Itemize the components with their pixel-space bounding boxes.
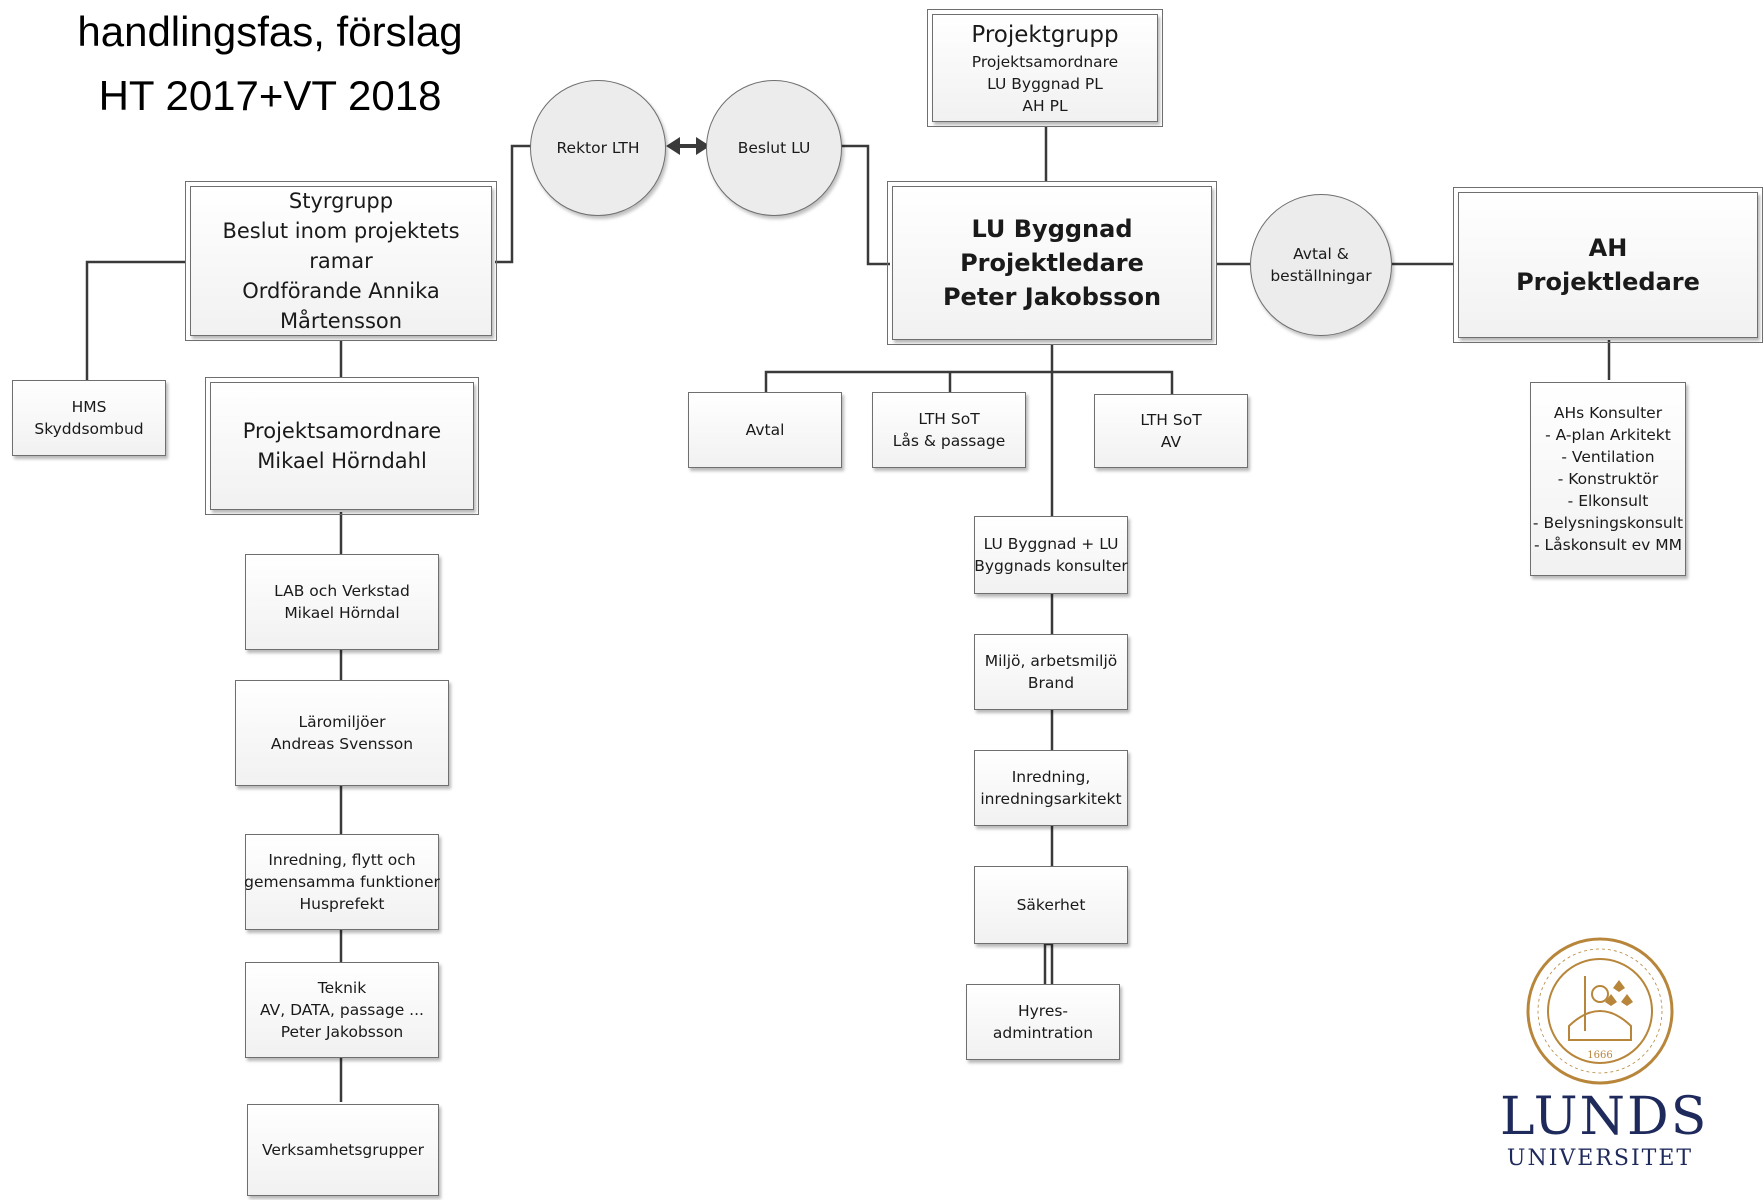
university-seal-icon: 1666 xyxy=(1526,937,1674,1085)
logo-sub: UNIVERSITET xyxy=(1506,1146,1694,1171)
avtal-circle-line-2: beställningar xyxy=(1270,267,1372,285)
rektor-lth-circle: Rektor LTH xyxy=(530,80,666,216)
lunds-universitet-logo: 1666 LUNDS UNIVERSITET xyxy=(1500,936,1709,1176)
laro-line-2: Andreas Svensson xyxy=(270,735,414,753)
ahs-konsulter-box: AHs Konsulter - A-plan Arkitekt - Ventil… xyxy=(1530,382,1686,576)
projektsamordnare-box: Projektsamordnare Mikael Hörndahl xyxy=(205,377,479,515)
hms-line-2: Skyddsombud xyxy=(34,420,144,438)
ah-pl-line-2: Projektledare xyxy=(1516,268,1700,296)
lab-line-2: Mikael Hörndal xyxy=(284,604,400,622)
projektgrupp-line-3: AH PL xyxy=(1022,97,1068,115)
inredningsarkitekt-box: Inredning, inredningsarkitekt xyxy=(974,750,1128,826)
rektor-label: Rektor LTH xyxy=(556,139,640,157)
seal-year: 1666 xyxy=(1587,1050,1612,1061)
ah-projektledare-box: AH Projektledare xyxy=(1453,187,1763,343)
av-line-1: LTH SoT xyxy=(1140,411,1202,429)
double-arrow-icon xyxy=(666,137,710,155)
connector-lu-row xyxy=(764,370,1174,394)
hms-box: HMS Skyddsombud xyxy=(12,380,166,456)
ahk-line-2: - A-plan Arkitekt xyxy=(1545,426,1671,444)
ahk-line-6: - Belysningskonsult xyxy=(1532,514,1684,532)
lu-pl-line-1: LU Byggnad xyxy=(971,215,1133,243)
projektgrupp-line-1: Projektsamordnare xyxy=(971,53,1119,71)
lab-line-1: LAB och Verkstad xyxy=(274,582,410,600)
verksamhetsgrupper-box: Verksamhetsgrupper xyxy=(247,1104,439,1196)
ahk-line-1: AHs Konsulter xyxy=(1553,404,1663,422)
lu-pl-line-2: Projektledare xyxy=(960,249,1144,277)
page-title: handlingsfas, förslag HT 2017+VT 2018 xyxy=(40,0,500,128)
logo-name: LUNDS xyxy=(1500,1087,1709,1147)
connector-beslut-lupl xyxy=(840,144,890,266)
ahk-line-4: - Konstruktör xyxy=(1557,470,1659,488)
avtal-circle-line-1: Avtal & xyxy=(1293,245,1349,263)
lu-pl-line-3: Peter Jakobsson xyxy=(942,283,1162,311)
title-line-2: HT 2017+VT 2018 xyxy=(98,72,442,119)
inr-line-1: Inredning, flytt och xyxy=(268,851,416,869)
beslut-lu-circle: Beslut LU xyxy=(706,80,842,216)
avtal-bestallningar-circle: Avtal & beställningar xyxy=(1250,194,1392,336)
lth-sot-av-box: LTH SoT AV xyxy=(1094,394,1248,468)
las-line-2: Lås & passage xyxy=(892,432,1006,450)
miljo-box: Miljö, arbetsmiljö Brand xyxy=(974,634,1128,710)
las-line-1: LTH SoT xyxy=(918,410,980,428)
laro-line-1: Läromiljöer xyxy=(298,713,386,731)
ps-line-1: Projektsamordnare xyxy=(242,419,442,443)
connector-styrgrupp-rektor xyxy=(495,144,532,264)
miljo-line-1: Miljö, arbetsmiljö xyxy=(984,652,1118,670)
wordmark: LUNDS UNIVERSITET xyxy=(1500,1087,1709,1172)
title-line-1: handlingsfas, förslag xyxy=(77,8,463,55)
ahk-line-7: - Låskonsult ev MM xyxy=(1533,536,1683,554)
lukons-line-2: Byggnads konsulter xyxy=(974,557,1128,575)
ahk-line-5: - Elkonsult xyxy=(1567,492,1649,510)
inrark-line-2: inredningsarkitekt xyxy=(980,790,1122,808)
lukons-line-1: LU Byggnad + LU xyxy=(983,535,1119,553)
ahk-line-3: - Ventilation xyxy=(1561,448,1655,466)
miljo-line-2: Brand xyxy=(1027,674,1075,692)
avtal-line-1: Avtal xyxy=(745,421,785,439)
projektgrupp-title: Projektgrupp xyxy=(971,22,1119,48)
teknik-line-2: AV, DATA, passage ... xyxy=(260,1001,424,1019)
styrgrupp-line-5: Mårtensson xyxy=(279,309,403,333)
styrgrupp-box: Styrgrupp Beslut inom projektets ramar O… xyxy=(185,181,497,341)
teknik-box: Teknik AV, DATA, passage ... Peter Jakob… xyxy=(245,962,439,1058)
lu-byggnad-projektledare-box: LU Byggnad Projektledare Peter Jakobsson xyxy=(887,181,1217,345)
av-line-2: AV xyxy=(1160,433,1182,451)
lab-verkstad-box: LAB och Verkstad Mikael Hörndal xyxy=(245,554,439,650)
inr-line-3: Husprefekt xyxy=(299,895,385,913)
projektgrupp-line-2: LU Byggnad PL xyxy=(987,75,1103,93)
hyresadmin-box: Hyres- admintration xyxy=(966,984,1120,1060)
projektgrupp-box: Projektgrupp Projektsamordnare LU Byggna… xyxy=(927,9,1163,127)
verks-line-1: Verksamhetsgrupper xyxy=(261,1141,425,1159)
inr-line-2: gemensamma funktioner xyxy=(244,873,440,891)
inredning-flytt-box: Inredning, flytt och gemensamma funktion… xyxy=(244,834,440,930)
styrgrupp-line-2: Beslut inom projektets xyxy=(222,219,460,243)
hyres-line-2: admintration xyxy=(992,1024,1094,1042)
avtal-box: Avtal xyxy=(688,392,842,468)
styrgrupp-line-4: Ordförande Annika xyxy=(242,279,440,303)
ps-line-2: Mikael Hörndahl xyxy=(257,449,427,473)
beslut-label: Beslut LU xyxy=(737,139,811,157)
lu-byggnad-konsulter-box: LU Byggnad + LU Byggnads konsulter xyxy=(974,516,1128,594)
teknik-line-3: Peter Jakobsson xyxy=(280,1023,404,1041)
sakerhet-box: Säkerhet xyxy=(974,866,1128,944)
styrgrupp-line-1: Styrgrupp xyxy=(288,189,394,213)
hyres-line-1: Hyres- xyxy=(1017,1002,1069,1020)
laromiljoer-box: Läromiljöer Andreas Svensson xyxy=(235,680,449,786)
teknik-line-1: Teknik xyxy=(317,979,367,997)
styrgrupp-line-3: ramar xyxy=(309,249,373,273)
hms-line-1: HMS xyxy=(71,398,107,416)
lth-sot-las-box: LTH SoT Lås & passage xyxy=(872,392,1026,468)
saker-line-1: Säkerhet xyxy=(1016,896,1086,914)
connector-styrgrupp-hms xyxy=(85,260,186,380)
inrark-line-1: Inredning, xyxy=(1011,768,1091,786)
ah-pl-line-1: AH xyxy=(1588,234,1628,262)
